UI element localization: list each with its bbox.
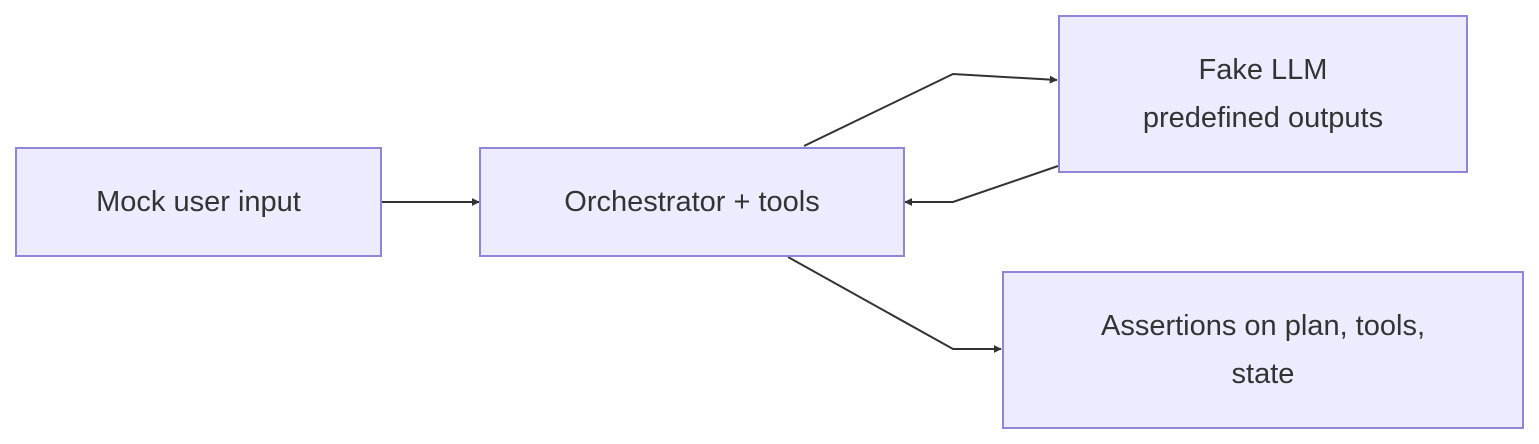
node-label-line: predefined outputs — [1142, 102, 1384, 134]
node-label: Orchestrator + tools — [564, 178, 819, 226]
node-assertions: Assertions on plan, tools, state — [1002, 271, 1524, 429]
node-label: Mock user input — [96, 178, 301, 226]
node-label-line: Mock user input — [96, 186, 301, 218]
edge-orchestrator-to-fake-llm — [803, 72, 1058, 147]
node-label: Assertions on plan, tools, state — [1101, 302, 1425, 398]
edge-orchestrator-to-assertions — [787, 256, 1002, 353]
node-label-line: Assertions on plan, tools, — [1100, 310, 1425, 342]
node-label-line: Fake LLM — [1198, 54, 1328, 86]
node-orchestrator: Orchestrator + tools — [479, 147, 905, 257]
node-mock-user-input: Mock user input — [15, 147, 382, 257]
node-label-line: Orchestrator + tools — [564, 186, 820, 218]
node-label: Fake LLM predefined outputs — [1143, 46, 1383, 142]
edge-fake-llm-to-orchestrator — [904, 165, 1059, 206]
node-fake-llm: Fake LLM predefined outputs — [1058, 15, 1468, 173]
node-label-line: state — [1231, 358, 1295, 390]
